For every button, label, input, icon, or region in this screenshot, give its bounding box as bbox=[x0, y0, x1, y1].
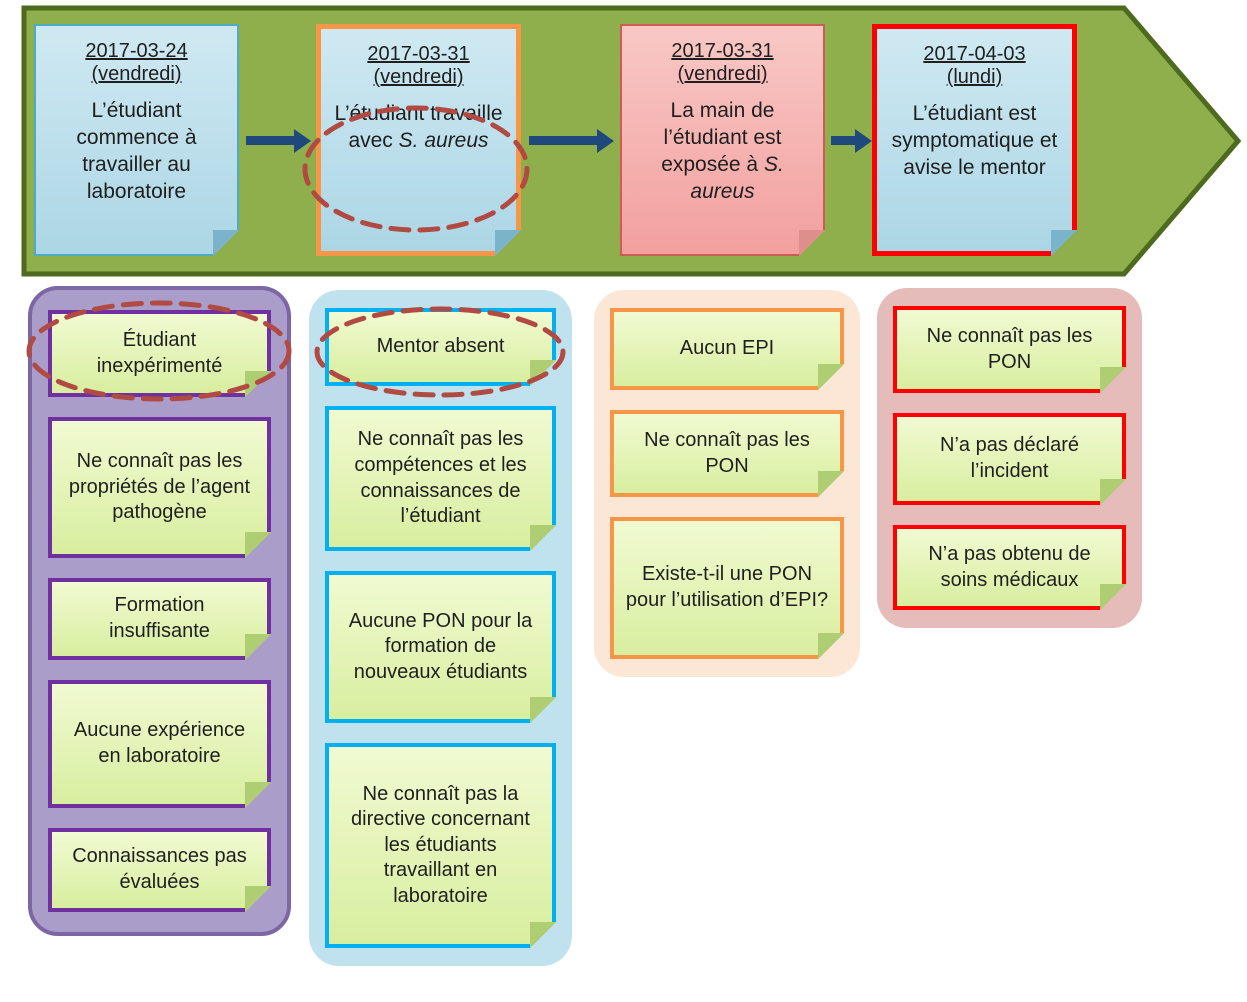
timeline-event-note-1: 2017-03-24 (vendredi) L’étudiant commenc… bbox=[34, 24, 239, 256]
cause-note-label: Aucune PON pour la formation de nouveaux… bbox=[348, 609, 533, 683]
cause-note: Aucune PON pour la formation de nouveaux… bbox=[325, 571, 556, 723]
cause-note-label: Ne connaît pas les propriétés de l’agent… bbox=[68, 450, 251, 524]
folded-corner-icon bbox=[245, 371, 271, 397]
event-weekday: (vendredi) bbox=[677, 63, 768, 85]
folded-corner-icon bbox=[245, 782, 271, 808]
cause-panel-orange: Aucun EPI Ne connaît pas les PON Existe-… bbox=[594, 290, 860, 677]
timeline-event-note-4: 2017-04-03 (lundi) L’étudiant est sympto… bbox=[872, 24, 1077, 256]
cause-note-label: Ne connaît pas les compétences et les co… bbox=[354, 428, 527, 528]
event-description: L’étudiant commence à travailler au labo… bbox=[44, 98, 229, 206]
cause-note-label: Ne connaît pas les PON bbox=[926, 324, 1093, 373]
cause-note-label: Formation insuffisante bbox=[109, 594, 210, 642]
event-description: L’étudiant travaille avec S. aureus bbox=[329, 101, 508, 155]
folded-corner-icon bbox=[1100, 584, 1126, 610]
connector-arrow-3 bbox=[831, 136, 855, 145]
folded-corner-icon bbox=[1100, 479, 1126, 505]
connector-arrow-1 bbox=[246, 136, 294, 145]
event-date: 2017-03-24 bbox=[85, 40, 188, 62]
cause-note: Aucune expérience en laboratoire bbox=[48, 680, 271, 808]
cause-note-label: Existe-t-il une PON pour l’utilisation d… bbox=[625, 563, 829, 611]
cause-note: Ne connaît pas la directive concernant l… bbox=[325, 743, 556, 948]
timeline-event-note-3: 2017-03-31 (vendredi) La main de l’étudi… bbox=[620, 24, 825, 256]
cause-note-label: Ne connaît pas la directive concernant l… bbox=[351, 782, 530, 907]
folded-corner-icon bbox=[818, 471, 844, 497]
folded-corner-icon bbox=[495, 230, 521, 256]
cause-note: Existe-t-il une PON pour l’utilisation d… bbox=[610, 517, 844, 659]
cause-note-label: Aucune expérience en laboratoire bbox=[73, 719, 246, 767]
cause-note: Formation insuffisante bbox=[48, 578, 271, 660]
event-description: L’étudiant est symptomatique et avise le… bbox=[885, 101, 1064, 182]
event-text: L’étudiant commence à travailler au labo… bbox=[76, 99, 197, 203]
folded-corner-icon bbox=[213, 230, 239, 256]
event-text: L’étudiant est symptomatique et avise le… bbox=[891, 102, 1058, 179]
cause-note: Ne connaît pas les PON bbox=[610, 410, 844, 497]
cause-note-label: Ne connaît pas les PON bbox=[644, 428, 810, 477]
event-description: La main de l’étudiant est exposée à S. a… bbox=[630, 98, 815, 206]
event-weekday: (vendredi) bbox=[91, 63, 182, 85]
cause-note: Mentor absent bbox=[325, 308, 556, 386]
folded-corner-icon bbox=[245, 886, 271, 912]
event-date: 2017-03-31 bbox=[671, 40, 774, 62]
cause-note-label: Aucun EPI bbox=[679, 337, 775, 360]
folded-corner-icon bbox=[1100, 367, 1126, 393]
cause-note: N’a pas obtenu de soins médicaux bbox=[893, 525, 1126, 610]
event-date: 2017-03-31 bbox=[367, 43, 470, 65]
cause-note: Ne connaît pas les compétences et les co… bbox=[325, 406, 556, 551]
timeline-event-note-2: 2017-03-31 (vendredi) L’étudiant travail… bbox=[316, 24, 521, 256]
species-name: S. aureus bbox=[398, 128, 489, 152]
folded-corner-icon bbox=[245, 532, 271, 558]
cause-note: N’a pas déclaré l’incident bbox=[893, 413, 1126, 505]
folded-corner-icon bbox=[818, 633, 844, 659]
cause-note-label: Étudiant inexpérimenté bbox=[96, 328, 223, 377]
cause-note: Ne connaît pas les PON bbox=[893, 306, 1126, 393]
cause-panel-red: Ne connaît pas les PON N’a pas déclaré l… bbox=[877, 288, 1142, 628]
event-text: La main de l’étudiant est exposée à bbox=[661, 99, 782, 176]
cause-note: Ne connaît pas les propriétés de l’agent… bbox=[48, 417, 271, 558]
folded-corner-icon bbox=[245, 634, 271, 660]
cause-note-label: N’a pas déclaré l’incident bbox=[940, 434, 1079, 482]
folded-corner-icon bbox=[530, 922, 556, 948]
folded-corner-icon bbox=[530, 360, 556, 386]
folded-corner-icon bbox=[530, 697, 556, 723]
folded-corner-icon bbox=[530, 525, 556, 551]
cause-note-label: N’a pas obtenu de soins médicaux bbox=[928, 542, 1091, 591]
event-weekday: (vendredi) bbox=[373, 66, 464, 88]
cause-panel-blue: Mentor absent Ne connaît pas les compéte… bbox=[309, 290, 572, 966]
cause-note-label: Connaissances pas évaluées bbox=[72, 845, 247, 893]
event-date: 2017-04-03 bbox=[923, 43, 1026, 65]
cause-panel-purple: Étudiant inexpérimenté Ne connaît pas le… bbox=[28, 286, 291, 936]
cause-note: Connaissances pas évaluées bbox=[48, 828, 271, 912]
connector-arrow-2 bbox=[529, 136, 597, 145]
event-weekday: (lundi) bbox=[946, 66, 1003, 88]
cause-note-label: Mentor absent bbox=[376, 335, 505, 358]
species-name: S. aureus bbox=[690, 152, 784, 203]
folded-corner-icon bbox=[1051, 230, 1077, 256]
folded-corner-icon bbox=[799, 230, 825, 256]
folded-corner-icon bbox=[818, 364, 844, 390]
cause-note: Aucun EPI bbox=[610, 308, 844, 390]
cause-note: Étudiant inexpérimenté bbox=[48, 310, 271, 397]
timeline-banner: 2017-03-24 (vendredi) L’étudiant commenc… bbox=[0, 0, 1247, 282]
